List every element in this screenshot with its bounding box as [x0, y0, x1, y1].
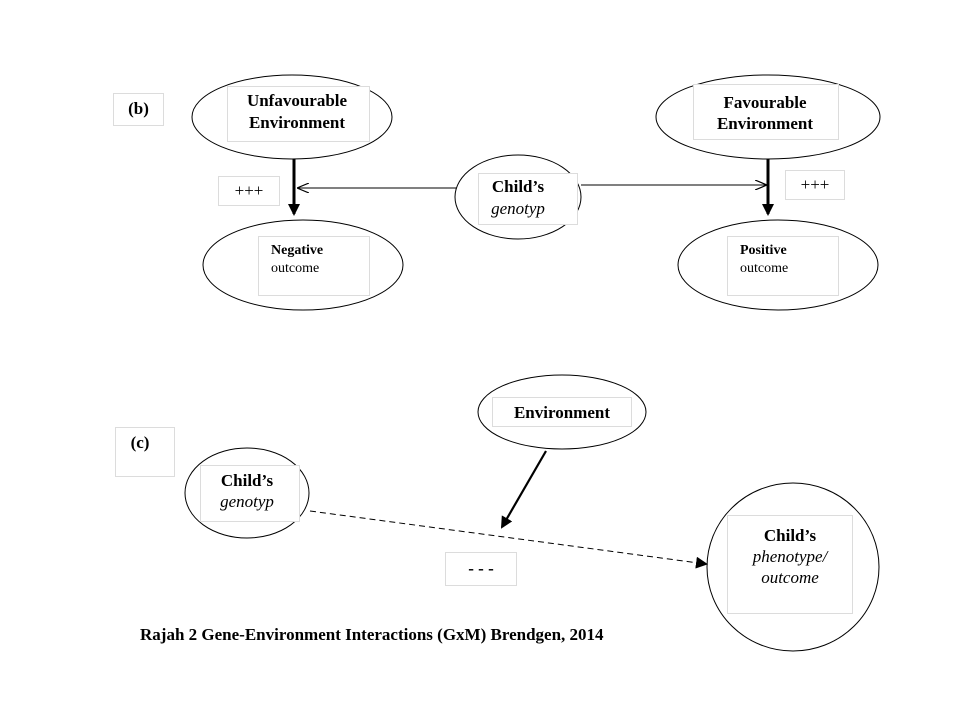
positive-outcome-box	[727, 236, 839, 296]
negative-outcome-box	[258, 236, 370, 296]
genotype-box-c	[200, 465, 300, 522]
unfavourable-environment-box	[227, 86, 370, 142]
left-effect-label: +++	[234, 181, 264, 200]
genotype-b-line2: genotyp	[491, 199, 545, 218]
right-effect-label: +++	[800, 175, 830, 194]
panel-b-label-box	[113, 93, 164, 126]
negative-outcome-ellipse	[202, 219, 404, 311]
negative-outcome-line2: outcome	[271, 261, 320, 276]
genotype-ellipse-c	[184, 447, 310, 539]
panel-b-label: (b)	[128, 99, 149, 118]
genotype-box-b	[478, 173, 578, 225]
unfavourable-environment-line2: Environment	[248, 113, 346, 132]
panel-c-label-box	[115, 427, 175, 477]
arrow-genotype-to-phenotype-dashed	[309, 510, 708, 569]
genotype-c-line1: Child’s	[220, 471, 274, 490]
unfavourable-environment-ellipse	[191, 74, 393, 160]
negative-effect-box	[445, 552, 517, 586]
panel-c-label: (c)	[130, 433, 150, 452]
favourable-environment-box	[693, 84, 839, 140]
positive-outcome-line2: outcome	[740, 261, 789, 276]
unfavourable-environment-line1: Unfavourable	[246, 91, 348, 110]
arrow-environment-to-path	[500, 450, 547, 529]
negative-outcome-line1: Negative	[271, 243, 324, 258]
phenotype-line2: phenotype/	[752, 547, 828, 566]
positive-outcome-line1: Positive	[740, 243, 787, 258]
favourable-environment-line1: Favourable	[723, 93, 807, 112]
favourable-environment-line2: Environment	[716, 114, 814, 133]
right-effect-box	[785, 170, 845, 200]
phenotype-line3: outcome	[761, 568, 819, 587]
environment-ellipse-c	[477, 374, 647, 450]
negative-effect-label: - - -	[468, 559, 494, 578]
positive-outcome-ellipse	[677, 219, 879, 311]
phenotype-line1: Child’s	[763, 526, 817, 545]
genotype-b-line1: Child’s	[491, 177, 545, 196]
genotype-ellipse-b	[454, 154, 582, 240]
left-effect-box	[218, 176, 280, 206]
environment-c-label: Environment	[513, 403, 611, 422]
environment-box-c	[492, 397, 632, 427]
genotype-c-line2: genotyp	[220, 492, 274, 511]
phenotype-box	[727, 515, 853, 614]
figure-caption: Rajah 2 Gene-Environment Interactions (G…	[140, 625, 604, 644]
